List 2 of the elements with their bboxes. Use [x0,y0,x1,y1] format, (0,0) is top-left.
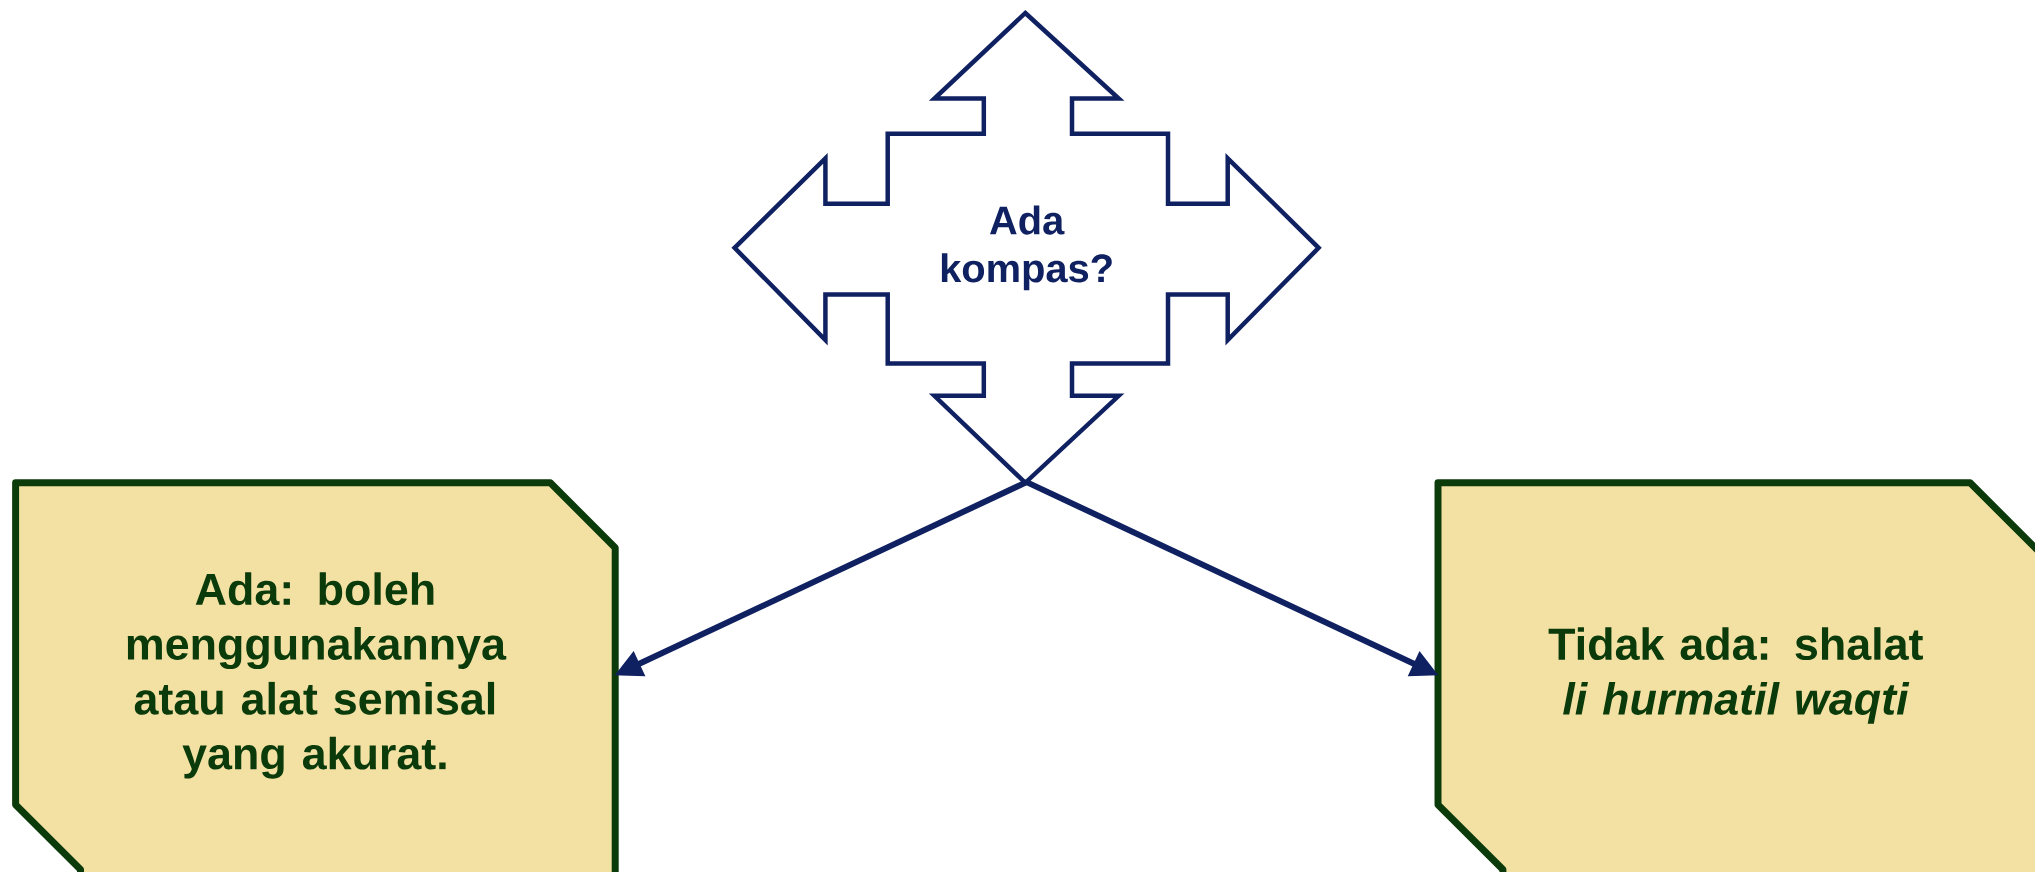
note-box: Ada: boleh menggunakannya atau alat semisal yang akurat. [12,479,619,872]
note-box: Tidak ada: shalat li hurmatil waqti [1434,479,2035,872]
